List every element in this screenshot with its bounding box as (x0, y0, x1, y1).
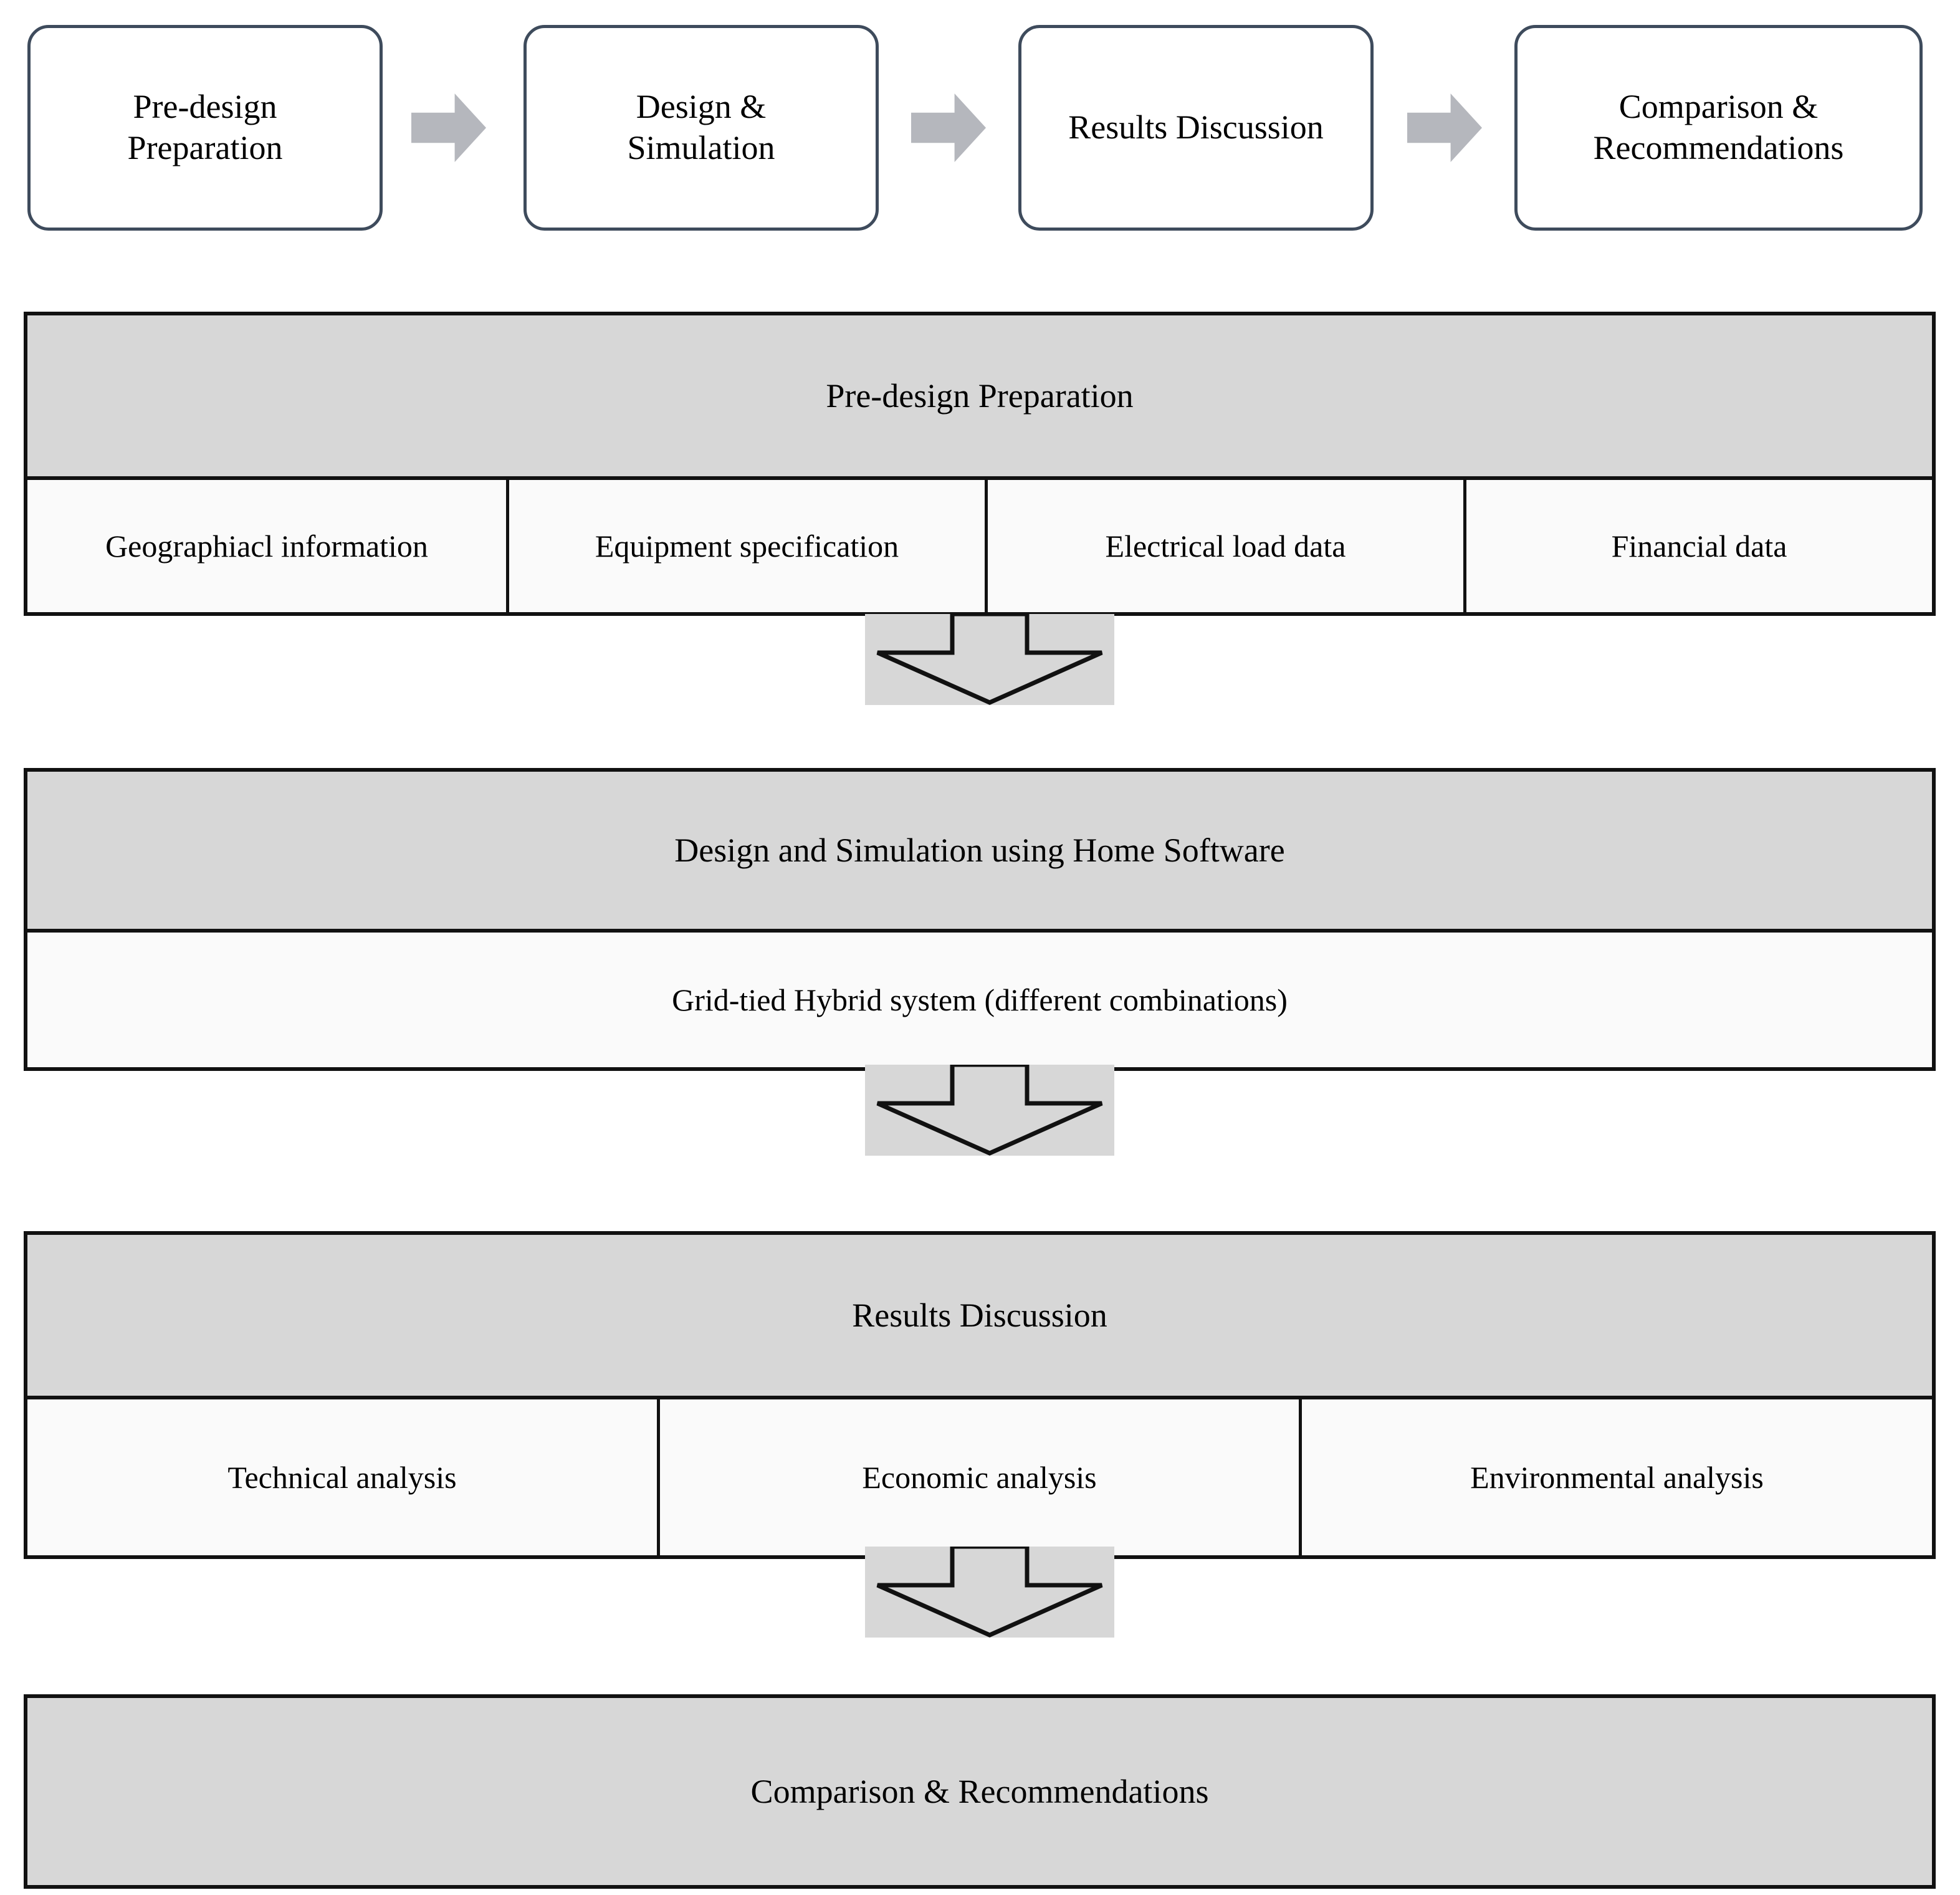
right-arrow-icon (411, 94, 486, 162)
stage-comparison-and-recommendations: Comparison & Recommendations (24, 1694, 1936, 1889)
down-block-arrow-icon (865, 1547, 1114, 1638)
stage-header: Comparison & Recommendations (27, 1698, 1932, 1885)
stage-header: Design and Simulation using Home Softwar… (27, 772, 1932, 929)
stage-subrow: Technical analysis Economic analysis Env… (27, 1396, 1932, 1555)
stage-results-discussion: Results Discussion Technical analysis Ec… (24, 1231, 1936, 1559)
sub-cell-environmental-analysis[interactable]: Environmental analysis (1299, 1399, 1932, 1555)
down-block-arrow-icon (865, 614, 1114, 705)
stage-header: Pre-design Preparation (27, 315, 1932, 476)
pipeline-step-design-and-simulation[interactable]: Design &Simulation (523, 25, 879, 231)
right-arrow-icon (911, 94, 986, 162)
pipeline-step-results-discussion[interactable]: Results Discussion (1018, 25, 1374, 231)
sub-cell-technical-analysis[interactable]: Technical analysis (27, 1399, 657, 1555)
pipeline-step-label: Design &Simulation (627, 88, 775, 166)
pipeline-step-label: Results Discussion (1068, 108, 1324, 146)
sub-cell-electrical-load-data[interactable]: Electrical load data (985, 480, 1463, 612)
stage-design-and-simulation: Design and Simulation using Home Softwar… (24, 768, 1936, 1071)
sub-cell-economic-analysis[interactable]: Economic analysis (657, 1399, 1299, 1555)
down-block-arrow-icon (865, 1065, 1114, 1156)
stage-pre-design-preparation: Pre-design Preparation Geographiacl info… (24, 312, 1936, 616)
pipeline-step-comparison-and-recommendations[interactable]: Comparison &Recommendations (1514, 25, 1923, 231)
stage-header: Results Discussion (27, 1235, 1932, 1396)
sub-cell-geographical-information[interactable]: Geographiacl information (27, 480, 506, 612)
stage-subrow: Geographiacl information Equipment speci… (27, 476, 1932, 612)
pipeline-step-label: Comparison &Recommendations (1593, 88, 1844, 166)
sub-cell-equipment-specification[interactable]: Equipment specification (506, 480, 985, 612)
stage-subrow: Grid-tied Hybrid system (different combi… (27, 929, 1932, 1067)
right-arrow-icon (1407, 94, 1482, 162)
sub-cell-grid-tied-hybrid-system[interactable]: Grid-tied Hybrid system (different combi… (27, 933, 1932, 1067)
sub-cell-financial-data[interactable]: Financial data (1463, 480, 1932, 612)
